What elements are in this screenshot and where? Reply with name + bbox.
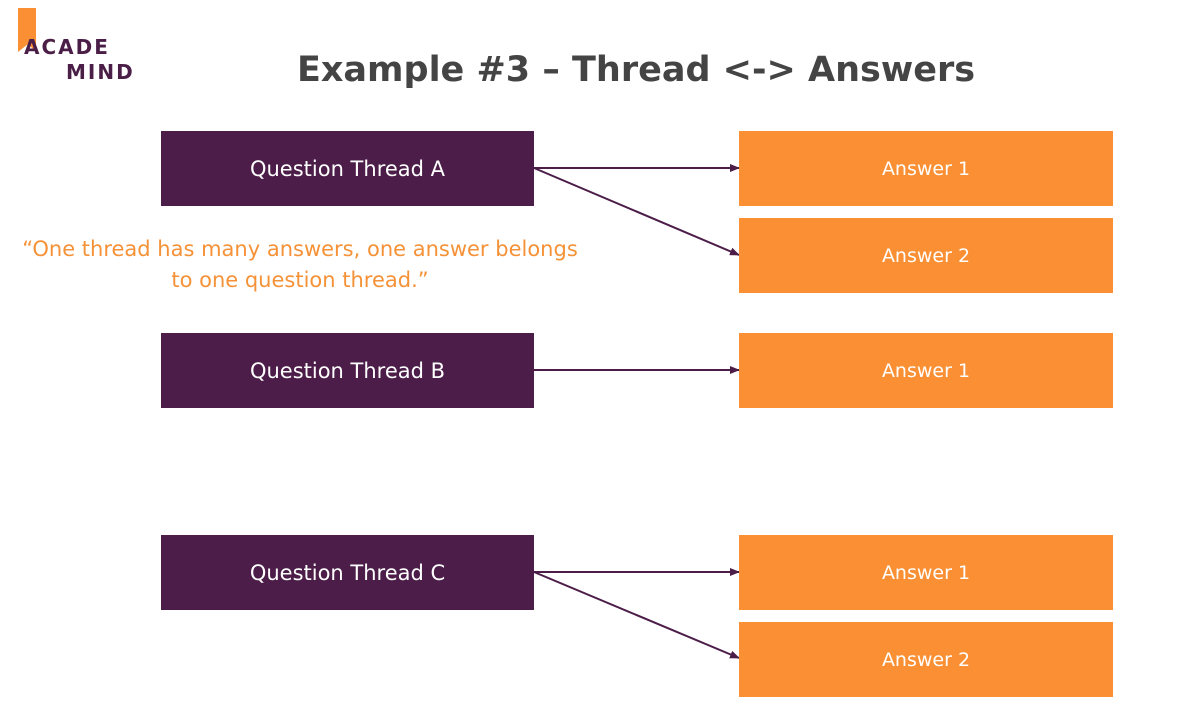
logo-text-line2: MIND <box>66 60 135 84</box>
answer-a1: Answer 1 <box>739 131 1113 206</box>
question-thread-a: Question Thread A <box>161 131 534 206</box>
question-thread-c: Question Thread C <box>161 535 534 610</box>
answer-a2: Answer 2 <box>739 218 1113 293</box>
academind-logo: ACADE MIND <box>14 6 144 84</box>
slide-title: Example #3 – Thread <-> Answers <box>296 50 976 90</box>
logo-text-line1: ACADE <box>24 35 110 59</box>
answer-c1: Answer 1 <box>739 535 1113 610</box>
arrow-thread-c-answer-2 <box>533 571 740 659</box>
question-thread-b: Question Thread B <box>161 333 534 408</box>
answer-c2: Answer 2 <box>739 622 1113 697</box>
answer-b1: Answer 1 <box>739 333 1113 408</box>
relationship-quote: “One thread has many answers, one answer… <box>22 237 578 292</box>
logo-book-icon <box>18 8 36 52</box>
arrow-thread-a-answer-2 <box>533 167 740 256</box>
